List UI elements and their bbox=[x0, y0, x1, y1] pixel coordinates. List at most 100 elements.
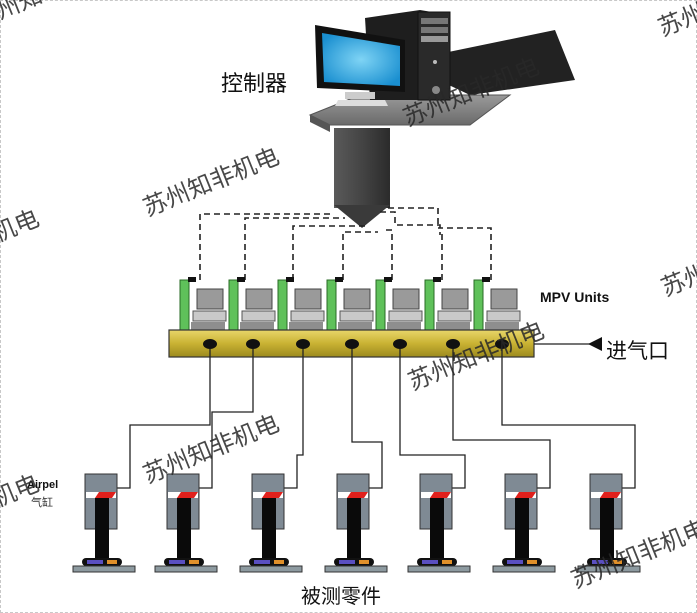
valve-cap bbox=[433, 277, 441, 282]
controller-workstation bbox=[308, 10, 575, 228]
desk-edge bbox=[310, 115, 330, 132]
pillar bbox=[334, 128, 390, 208]
pneumatic-line bbox=[117, 349, 211, 489]
part-plate bbox=[492, 565, 556, 573]
manifold-port bbox=[495, 339, 509, 349]
control-wire bbox=[443, 227, 492, 280]
part-orange bbox=[274, 560, 284, 564]
part-orange bbox=[612, 560, 622, 564]
pneumatic-line bbox=[199, 349, 254, 489]
part-plate bbox=[407, 565, 471, 573]
part-orange bbox=[527, 560, 537, 564]
part-plate bbox=[154, 565, 218, 573]
valve-bar bbox=[375, 279, 386, 331]
piston-head bbox=[600, 492, 621, 498]
manifold-port bbox=[296, 339, 310, 349]
piston-rod bbox=[95, 498, 109, 558]
control-wire bbox=[342, 231, 378, 280]
control-wires bbox=[199, 207, 492, 280]
mpv-unit bbox=[326, 277, 374, 331]
part-blue bbox=[87, 560, 103, 564]
piston-head bbox=[347, 492, 368, 498]
unit-keypad bbox=[437, 310, 472, 322]
pneumatic-line bbox=[399, 349, 466, 489]
mpv-unit bbox=[179, 277, 227, 331]
piston-rod bbox=[347, 498, 361, 558]
unit-keypad bbox=[486, 310, 521, 322]
unit-display bbox=[196, 288, 224, 310]
part-blue bbox=[592, 560, 608, 564]
unit-display bbox=[343, 288, 371, 310]
pneumatic-line bbox=[284, 349, 304, 489]
piston-rod bbox=[515, 498, 529, 558]
air-inlet bbox=[534, 337, 602, 351]
airpel-cylinder bbox=[154, 473, 218, 573]
valve-bar bbox=[473, 279, 484, 331]
part-blue bbox=[254, 560, 270, 564]
pneumatic-lines bbox=[117, 349, 636, 489]
mpv-unit bbox=[375, 277, 423, 331]
piston-rod bbox=[262, 498, 276, 558]
parts-under-test-label: 被测零件 bbox=[301, 584, 381, 608]
piston-head bbox=[430, 492, 451, 498]
mpv-unit bbox=[228, 277, 276, 331]
part-orange bbox=[107, 560, 117, 564]
valve-bar bbox=[326, 279, 337, 331]
manifold-port bbox=[345, 339, 359, 349]
part-orange bbox=[359, 560, 369, 564]
control-wire bbox=[380, 211, 441, 280]
manifold-port bbox=[203, 339, 217, 349]
mpv-units bbox=[179, 277, 521, 331]
part-plate bbox=[239, 565, 303, 573]
unit-base bbox=[338, 322, 372, 330]
manifold-port bbox=[246, 339, 260, 349]
valve-cap bbox=[286, 277, 294, 282]
cylinder-label: 气缸 bbox=[31, 496, 53, 509]
valve-cap bbox=[335, 277, 343, 282]
part-blue bbox=[169, 560, 185, 564]
manifold-ports bbox=[203, 339, 509, 349]
pneumatic-line bbox=[351, 349, 383, 489]
unit-base bbox=[240, 322, 274, 330]
valve-cap bbox=[188, 277, 196, 282]
airpel-cylinder bbox=[324, 473, 388, 573]
unit-display bbox=[294, 288, 322, 310]
monitor-icon bbox=[315, 25, 405, 106]
valve-bar bbox=[424, 279, 435, 331]
cylinders bbox=[72, 473, 641, 573]
airpel-cylinder bbox=[239, 473, 303, 573]
pillar-tip bbox=[334, 205, 390, 228]
control-wire bbox=[292, 225, 365, 280]
mpv-unit bbox=[424, 277, 472, 331]
valve-cap bbox=[384, 277, 392, 282]
valve-bar bbox=[277, 279, 288, 331]
controller-label: 控制器 bbox=[221, 72, 288, 97]
unit-keypad bbox=[339, 310, 374, 322]
manifold-port bbox=[446, 339, 460, 349]
unit-base bbox=[191, 322, 225, 330]
unit-display bbox=[490, 288, 518, 310]
inlet-arrow-icon bbox=[588, 337, 602, 351]
unit-base bbox=[289, 322, 323, 330]
unit-display bbox=[392, 288, 420, 310]
manifold-port bbox=[393, 339, 407, 349]
piston-head bbox=[262, 492, 283, 498]
part-blue bbox=[507, 560, 523, 564]
airpel-cylinder bbox=[72, 473, 136, 573]
unit-keypad bbox=[192, 310, 227, 322]
mpv-units-label: MPV Units bbox=[540, 289, 610, 305]
part-blue bbox=[422, 560, 438, 564]
piston-rod bbox=[600, 498, 614, 558]
piston-head bbox=[95, 492, 116, 498]
unit-display bbox=[441, 288, 469, 310]
airpel-cylinder bbox=[492, 473, 556, 573]
piston-head bbox=[515, 492, 536, 498]
unit-keypad bbox=[241, 310, 276, 322]
unit-keypad bbox=[388, 310, 423, 322]
piston-rod bbox=[430, 498, 444, 558]
part-plate bbox=[72, 565, 136, 573]
cylinder-brand-label: Airpel bbox=[27, 479, 59, 491]
part-plate bbox=[577, 565, 641, 573]
mpv-unit bbox=[473, 277, 521, 331]
